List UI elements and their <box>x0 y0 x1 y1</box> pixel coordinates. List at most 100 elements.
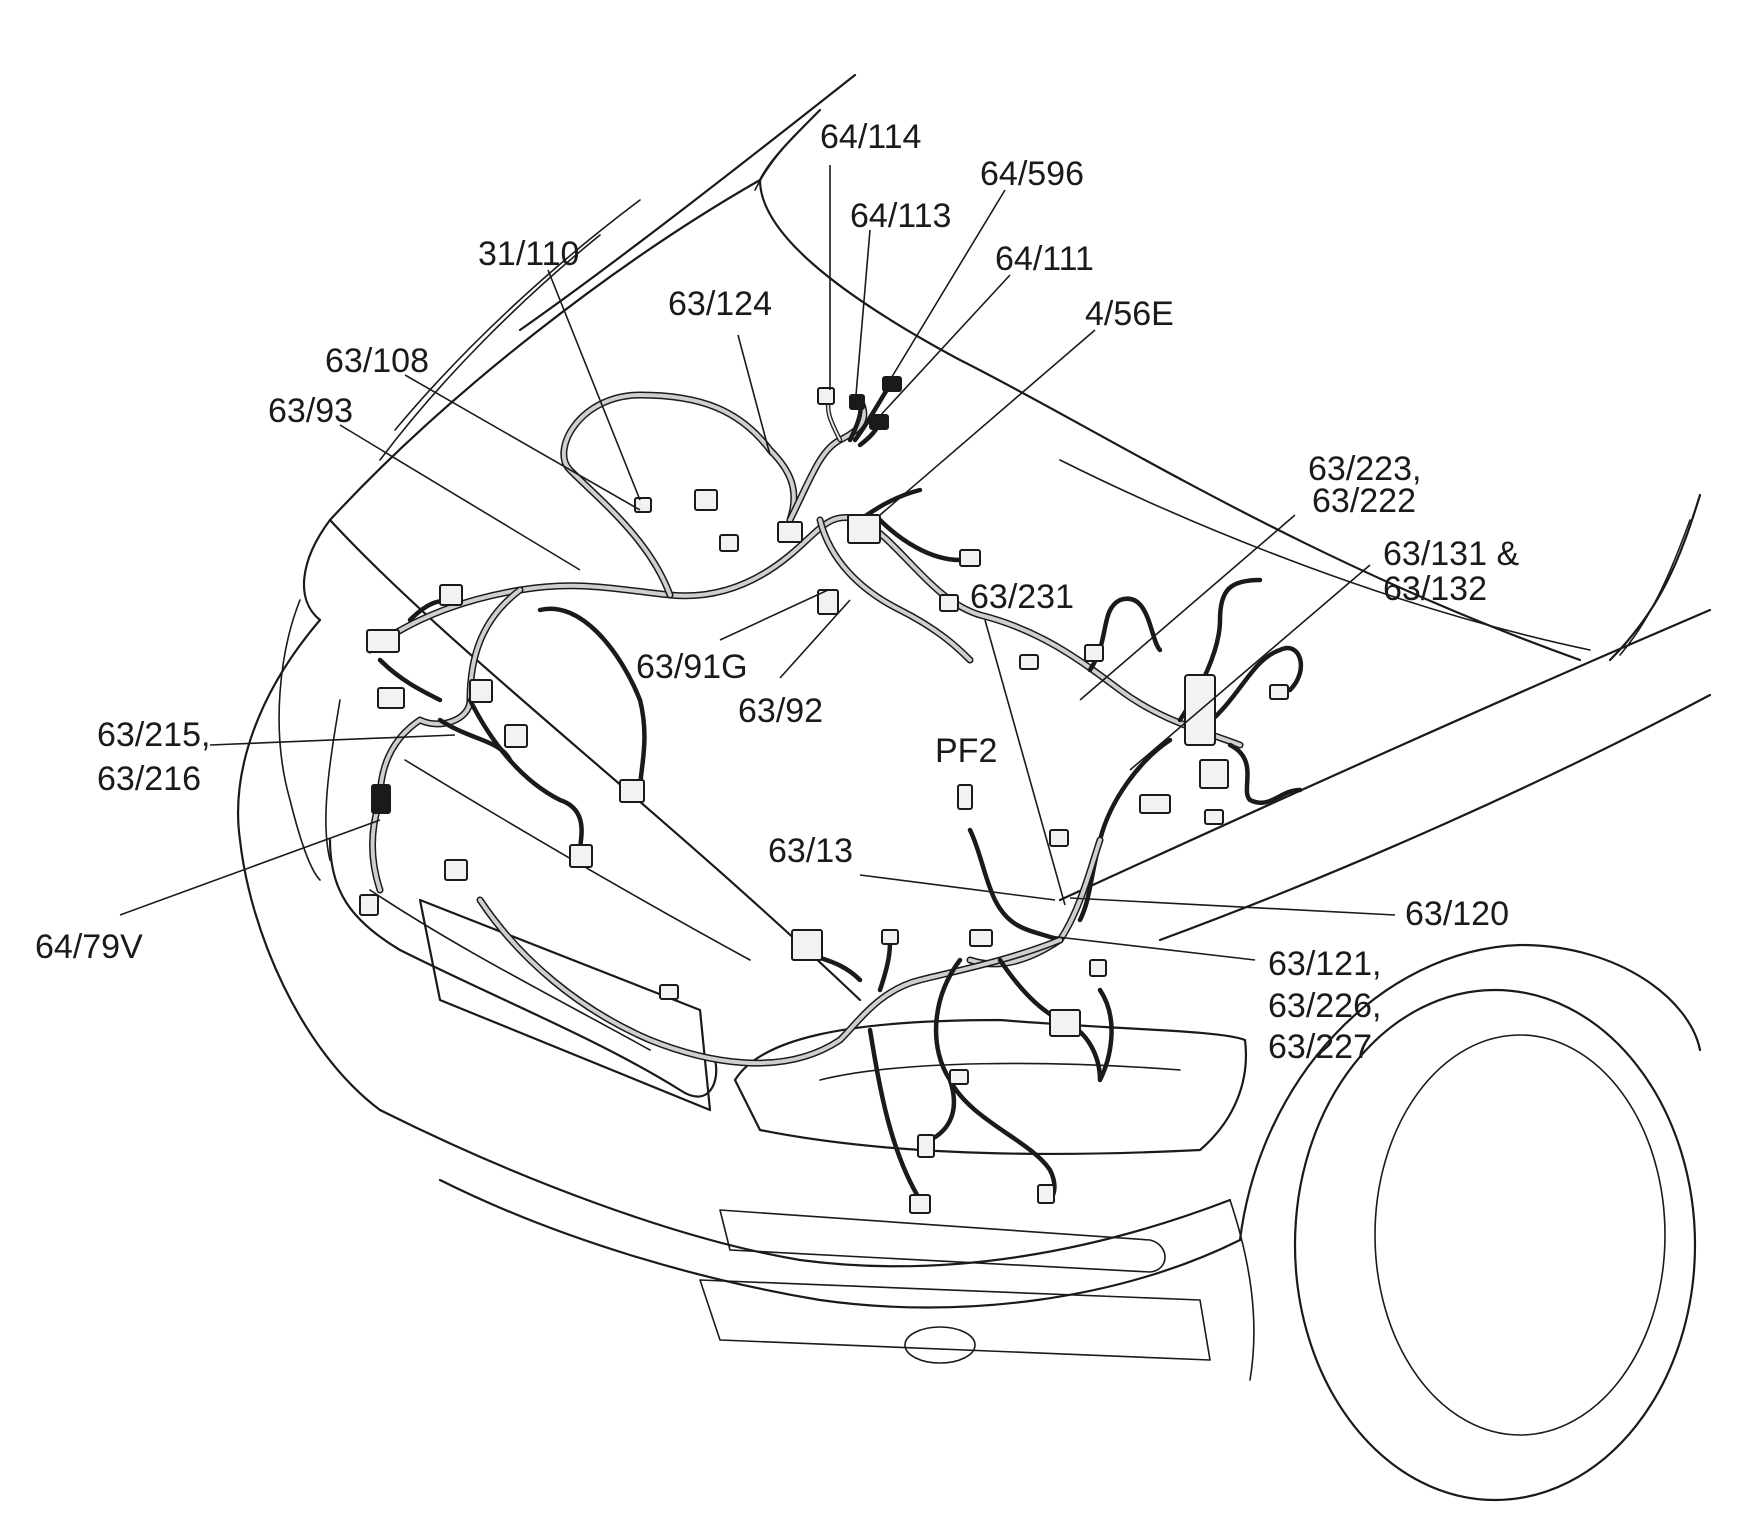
connector <box>1049 829 1069 847</box>
label-63-226: 63/226, <box>1268 987 1381 1025</box>
connector <box>791 929 823 961</box>
hood-left-edge <box>302 178 762 622</box>
fog-light <box>904 1326 976 1364</box>
headlight-left-2 <box>325 699 341 861</box>
front-lower-harness-fill <box>478 898 1062 1066</box>
wire-front-left-2 <box>877 937 893 993</box>
leader-63-124 <box>737 334 771 456</box>
leader-64-596 <box>889 189 1006 381</box>
label-pf2: PF2 <box>935 732 997 770</box>
fender-mid-line <box>1158 693 1712 942</box>
leader-31-110 <box>547 269 641 501</box>
connector <box>1037 1184 1055 1204</box>
a-pillar-line <box>758 108 822 182</box>
leader-64-113 <box>855 229 871 396</box>
label-63-93: 63/93 <box>268 392 353 430</box>
bumper-lower <box>438 1178 1242 1309</box>
leader-63-121 <box>1039 934 1256 961</box>
label-63-223: 63/223, <box>1308 450 1421 488</box>
wheel-arch <box>1238 943 1702 1242</box>
connector <box>939 594 959 612</box>
right-a-pillar <box>1608 493 1702 662</box>
right-a-pillar-2 <box>1619 519 1691 656</box>
leader-63-231 <box>984 619 1066 906</box>
connector-64-113 <box>849 394 865 410</box>
wire-right-3 <box>1197 645 1304 733</box>
connector-64-114 <box>817 387 835 405</box>
connector <box>444 859 468 881</box>
connector <box>1089 959 1107 977</box>
connector <box>504 724 528 748</box>
connector <box>694 489 718 511</box>
label-63-120: 63/120 <box>1405 895 1509 933</box>
grille-box <box>418 898 712 1112</box>
cowl-line <box>1059 459 1591 651</box>
leader-63-108 <box>404 374 641 511</box>
leader-63-215 <box>209 734 456 746</box>
connector <box>1019 654 1039 670</box>
top-loop-fill <box>561 393 796 597</box>
a-pillar-line-2 <box>754 129 801 191</box>
wire-right-4 <box>1227 742 1303 806</box>
connector <box>719 534 739 552</box>
hood-front-edge <box>328 518 862 1002</box>
connector <box>1139 794 1171 814</box>
label-63-121: 63/121, <box>1268 945 1381 983</box>
label-63-132: 63/132 <box>1383 570 1487 608</box>
connector <box>1199 759 1229 789</box>
leader-63-91g <box>719 589 829 641</box>
bumper-top <box>378 1108 1232 1268</box>
leader-64-111 <box>877 274 1011 419</box>
wire-right-top <box>877 517 963 563</box>
label-63-227: 63/227 <box>1268 1028 1372 1066</box>
wire-front-drop-2 <box>947 1077 1057 1203</box>
label-63-216: 63/216 <box>97 760 201 798</box>
front-left-corner <box>237 618 382 1112</box>
connector <box>634 497 652 513</box>
label-63-231: 63/231 <box>970 578 1074 616</box>
label-64-596: 64/596 <box>980 155 1084 193</box>
label-4-56e: 4/56E <box>1085 295 1174 333</box>
leader-63-93 <box>339 424 581 571</box>
headlight-right-inner <box>819 1062 1181 1081</box>
connector <box>659 984 679 1000</box>
leader-4-56e <box>879 329 1096 516</box>
label-63-131: 63/131 & <box>1383 535 1519 573</box>
connectors <box>359 376 1289 1214</box>
grille-inner <box>369 889 651 1051</box>
label-31-110: 31/110 <box>478 235 579 273</box>
label-64-113: 64/113 <box>850 197 951 235</box>
connector-4-56e <box>847 514 881 544</box>
leader-lines <box>119 165 1396 961</box>
connector <box>377 687 405 709</box>
headlight-right <box>733 1018 1247 1156</box>
connector <box>619 779 645 803</box>
connector <box>1269 684 1289 700</box>
connector <box>359 894 379 916</box>
label-63-215: 63/215, <box>97 716 210 754</box>
front-wheel-inner <box>1374 1034 1666 1436</box>
front-wheel-outer <box>1293 988 1697 1502</box>
headlight-left <box>278 599 321 881</box>
connector <box>969 929 993 947</box>
grille-outer <box>328 838 718 1098</box>
connector <box>777 521 803 543</box>
connector <box>1049 1009 1081 1037</box>
bumper-slot <box>719 1209 1166 1273</box>
branch-top-center <box>786 396 868 524</box>
label-63-92: 63/92 <box>738 692 823 730</box>
leader-63-120 <box>1069 897 1396 916</box>
center-branch-fill <box>818 518 972 662</box>
wire-front-drop-1 <box>927 957 963 1143</box>
wire-front-drop-3 <box>867 1027 923 1203</box>
connector <box>949 1069 969 1085</box>
label-63-108: 63/108 <box>325 342 429 380</box>
wire-right-1 <box>1087 596 1163 673</box>
connector <box>469 679 493 703</box>
fender-lower <box>1229 1199 1255 1381</box>
connector-pf2 <box>957 784 973 810</box>
connector-64-596 <box>882 376 902 392</box>
connector <box>909 1194 931 1214</box>
